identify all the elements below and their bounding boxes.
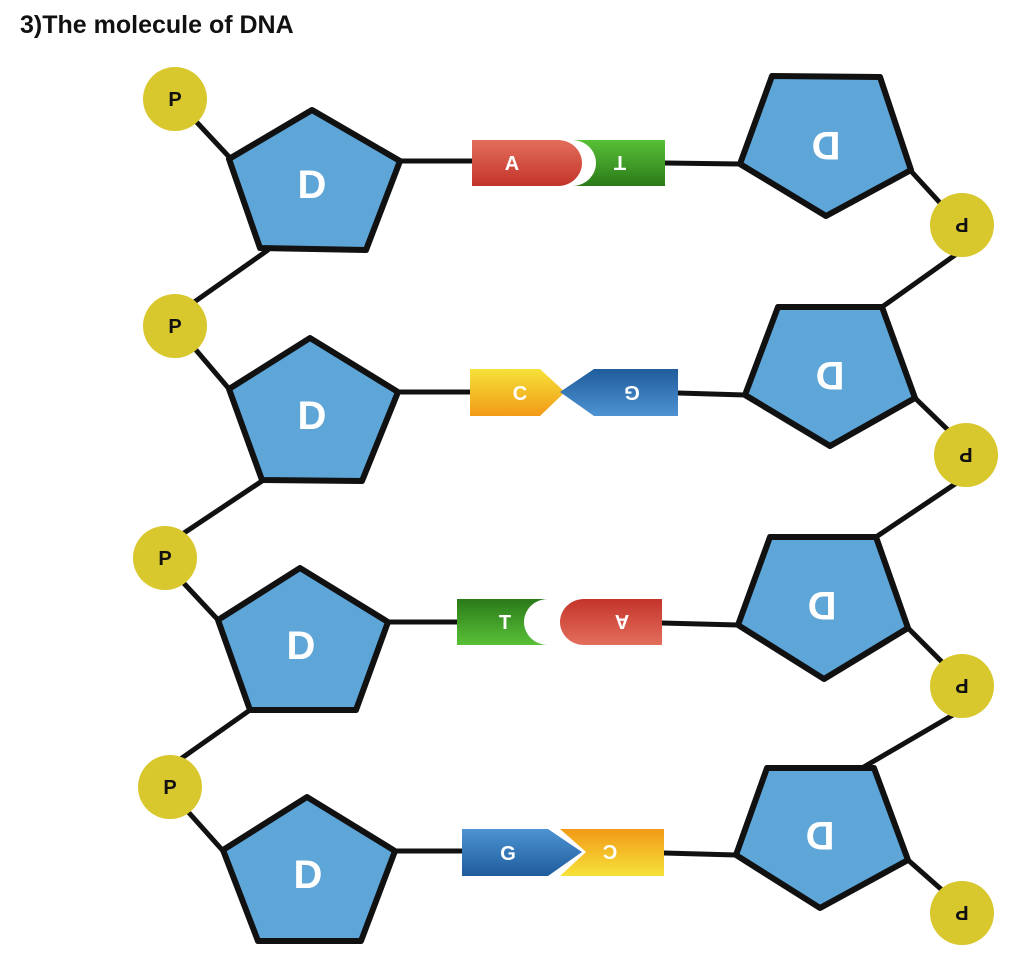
sugar-pentagon	[220, 794, 398, 944]
phosphate-label: P	[955, 213, 968, 235]
phosphate-label: P	[955, 901, 968, 923]
base-A-left	[472, 140, 582, 186]
right-sugar-phosphate-bond	[907, 167, 945, 208]
sugar-label: D	[816, 353, 845, 397]
left-phosphates: P P P P	[133, 67, 207, 819]
left-sugar-phosphate-bond	[175, 478, 265, 540]
right-phosphate-sugar-bond	[859, 709, 961, 771]
sugar-pentagon	[226, 107, 403, 253]
phosphate-circle	[133, 526, 197, 590]
phosphate-label: P	[168, 316, 181, 338]
phosphate-circle	[143, 294, 207, 358]
sugar-label: D	[812, 123, 841, 167]
phosphate-circle	[934, 423, 998, 487]
base-label-right: C	[603, 840, 617, 862]
right-phosphates: P P P P	[930, 193, 998, 945]
base-label-left: A	[505, 153, 519, 175]
base-label-left: T	[499, 612, 511, 634]
left-phosphate-sugar-bond	[187, 340, 233, 393]
left-sugars: D D D D	[215, 107, 403, 944]
base-pair-4: G C	[462, 829, 664, 876]
base-pair-3: T A	[457, 599, 662, 645]
sugar-pentagon	[737, 73, 914, 219]
base-G-left	[462, 829, 582, 876]
phosphate-label: P	[955, 674, 968, 696]
sugar-label: D	[806, 813, 835, 857]
left-phosphate-sugar-bond	[175, 574, 223, 625]
base-C-left	[470, 369, 565, 416]
phosphate-circle	[930, 654, 994, 718]
right-sugar-base-bond	[675, 390, 748, 398]
base-label-left: C	[513, 383, 527, 405]
right-sugars: D D D D	[733, 73, 918, 911]
phosphate-circle	[138, 755, 202, 819]
base-C-right	[560, 829, 664, 876]
base-pair-2: C G	[470, 369, 678, 416]
left-sugar-phosphate-bond	[169, 707, 253, 768]
base-label-left: G	[500, 843, 516, 865]
right-sugar-phosphate-bond	[912, 395, 951, 433]
base-T-left	[457, 599, 548, 645]
phosphate-label: P	[959, 443, 972, 465]
base-pair-1: A T	[472, 140, 665, 186]
sugar-label: D	[808, 583, 837, 627]
base-G-right	[560, 369, 678, 416]
right-sugar-base-bond	[661, 850, 739, 858]
right-sugar-base-bond	[659, 620, 741, 628]
base-label-right: A	[615, 610, 629, 632]
right-phosphate-sugar-bond	[879, 250, 961, 310]
phosphate-label: P	[163, 777, 176, 799]
sugar-pentagon	[215, 565, 391, 713]
base-A-right	[560, 599, 662, 645]
phosphate-circle	[930, 193, 994, 257]
base-label-right: G	[624, 381, 640, 403]
left-sugar-phosphate-bond	[187, 247, 271, 308]
phosphate-circle	[930, 881, 994, 945]
phosphate-label: P	[158, 548, 171, 570]
right-sugar-base-bond	[662, 160, 743, 167]
base-label-right: T	[614, 151, 626, 173]
page-title: 3)The molecule of DNA	[20, 11, 294, 39]
left-phosphate-sugar-bond	[179, 802, 227, 855]
base-T-right	[572, 140, 665, 186]
sugar-pentagon	[733, 765, 911, 911]
sugar-label: D	[298, 163, 327, 207]
sugar-pentagon	[735, 534, 911, 682]
sugar-label: D	[298, 394, 327, 438]
sugar-pentagon	[742, 304, 918, 449]
right-sugar-phosphate-bond	[905, 625, 945, 665]
backbone-lines	[169, 112, 961, 893]
sugar-label: D	[294, 853, 323, 897]
left-phosphate-sugar-bond	[187, 112, 235, 163]
sugar-pentagon	[226, 335, 401, 484]
right-sugar-phosphate-bond	[905, 857, 945, 893]
phosphate-circle	[143, 67, 207, 131]
right-phosphate-sugar-bond	[873, 479, 961, 540]
sugar-label: D	[287, 624, 316, 668]
phosphate-label: P	[168, 89, 181, 111]
